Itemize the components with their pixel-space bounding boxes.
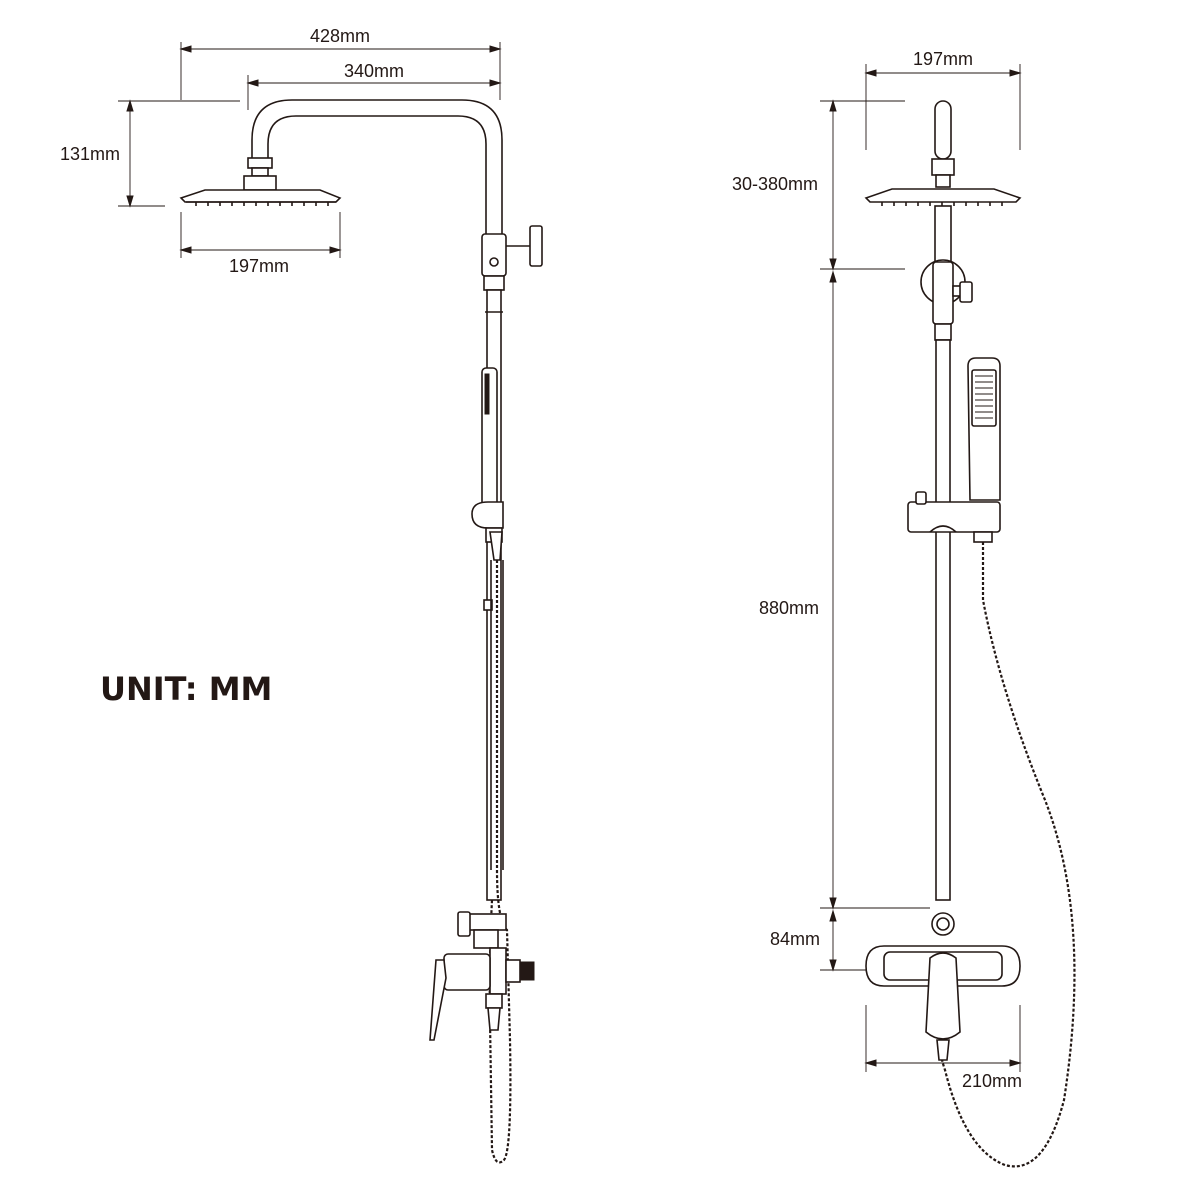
hose-connector-front <box>973 531 993 543</box>
diverter-knob-inner-front <box>936 917 950 931</box>
dim-label-84: 84mm <box>770 929 820 949</box>
head-connector-base <box>243 175 277 191</box>
adjust-clamp-collar <box>483 275 505 291</box>
shower-arm-outer <box>251 99 503 240</box>
dim-label-880: 880mm <box>759 598 819 618</box>
diverter-stem-side <box>473 929 499 949</box>
dim-valve-height: 84mm <box>770 909 866 972</box>
mixer-body-side <box>443 953 491 991</box>
head-connector-front <box>931 158 955 176</box>
dim-total-width: 428mm <box>179 26 502 100</box>
rain-head-side <box>179 189 342 203</box>
mixer-lever-front <box>925 952 961 1040</box>
adjust-knob <box>529 225 543 267</box>
adjust-clamp-body <box>481 233 507 277</box>
head-ball-front <box>935 174 951 188</box>
dim-head-diameter-side: 197mm <box>179 212 342 276</box>
wall-thread-side <box>519 961 535 981</box>
valve-body-side <box>489 947 507 995</box>
head-connector-ball <box>251 167 269 177</box>
rain-head-nozzles-front <box>881 202 1003 206</box>
dim-label-428: 428mm <box>310 26 370 46</box>
unit-label: UNIT: MM <box>100 670 272 708</box>
adjust-clamp-front <box>932 261 954 325</box>
top-pipe-front <box>934 100 952 160</box>
rain-head-front <box>864 188 1022 203</box>
rain-head-nozzles <box>195 202 329 206</box>
hand-shower-holder-side <box>471 501 504 529</box>
front-view: 197mm 30-380mm 880mm 84mm <box>732 49 1076 1168</box>
shower-arm-inner <box>267 115 487 240</box>
adjust-clamp-pin <box>489 257 499 267</box>
hose-outlet-side <box>485 993 503 1009</box>
dim-head-diameter-front: 197mm <box>864 49 1022 150</box>
dim-valve-width: 210mm <box>864 1005 1022 1091</box>
dim-height-adjustment: 30-380mm <box>732 99 905 271</box>
head-connector-nut <box>247 157 273 169</box>
adjust-knob-front <box>959 281 973 303</box>
diverter-knob-side <box>457 911 471 937</box>
hand-shower-spray-face <box>484 373 490 415</box>
hose-front <box>939 542 1076 1168</box>
dim-label-340: 340mm <box>344 61 404 81</box>
riser-collar-front <box>934 323 952 341</box>
dim-head-height: 131mm <box>60 99 240 208</box>
dim-label-197-front: 197mm <box>913 49 973 69</box>
small-bracket-side <box>483 599 493 611</box>
hose-cone-top-side <box>489 531 503 561</box>
dim-riser-height: 880mm <box>759 270 930 910</box>
dim-label-210: 210mm <box>962 1071 1022 1091</box>
diverter-block-side <box>465 913 507 931</box>
dim-label-30-380: 30-380mm <box>732 174 818 194</box>
dim-label-197-side: 197mm <box>229 256 289 276</box>
side-view: 428mm 340mm 131mm 197mm <box>60 26 543 1164</box>
wall-eccentric-side <box>505 959 521 983</box>
dim-arm-length: 340mm <box>246 61 502 110</box>
slider-button-front <box>915 491 927 505</box>
hose-outlet-front <box>936 1039 950 1061</box>
slider-holder-front <box>907 501 1001 533</box>
mixer-lever-side <box>429 959 447 1041</box>
dim-label-131: 131mm <box>60 144 120 164</box>
spray-face-pattern <box>975 375 993 419</box>
riser-pipe-front <box>935 339 951 901</box>
hose-cone-bottom-side <box>487 1007 501 1031</box>
